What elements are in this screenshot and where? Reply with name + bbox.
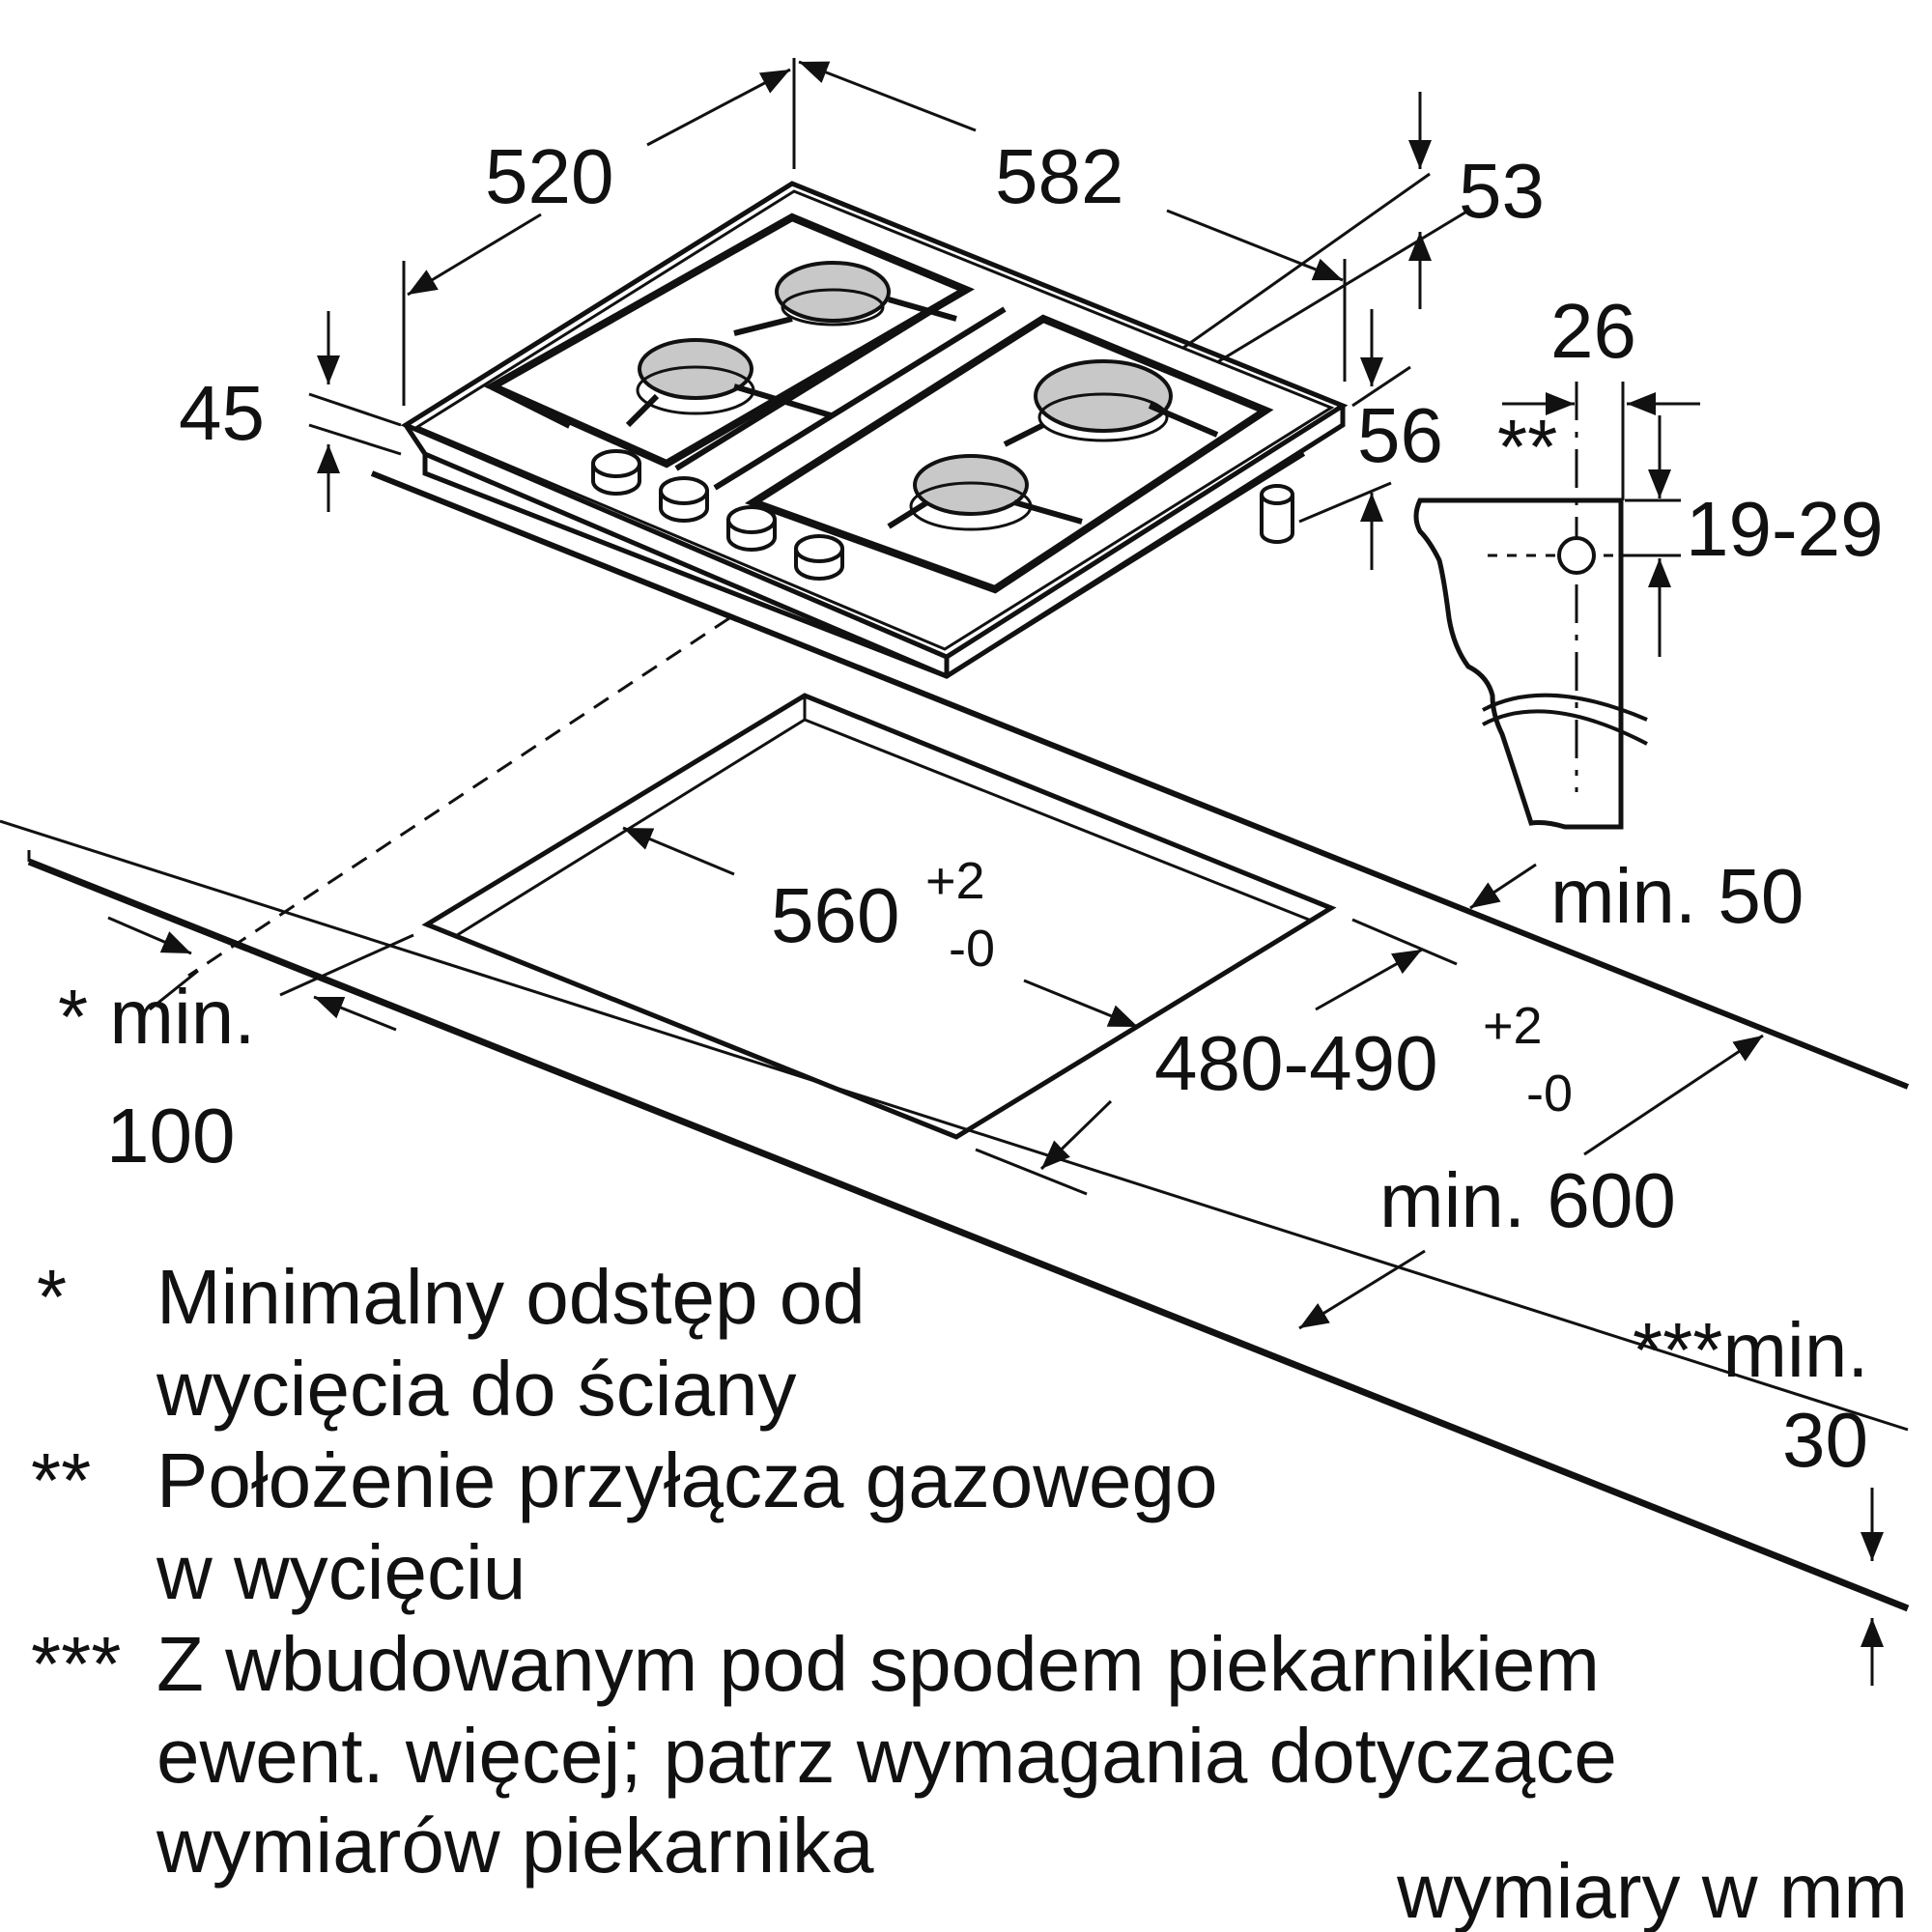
dim-cutout-depth: 560 <box>771 872 899 958</box>
note-text: Położenie przyłącza gazowego <box>156 1437 1217 1523</box>
note-marker: * <box>37 1254 67 1340</box>
burner-front-left <box>636 338 755 415</box>
note-text: wycięcia do ściany <box>156 1346 797 1432</box>
dim-56: 56 <box>1357 392 1443 478</box>
units-label: wymiary w mm <box>1396 1848 1908 1932</box>
gas-connector <box>1260 484 1294 544</box>
gas-marker: ** <box>1497 404 1557 490</box>
knob <box>726 505 777 552</box>
hob <box>400 181 1349 679</box>
grate-right <box>744 314 1274 594</box>
dim-cutout-width: 480-490 <box>1154 1020 1438 1106</box>
note-text: w wycięciu <box>156 1529 526 1615</box>
dim-26: 26 <box>1550 288 1636 374</box>
burner-back-left <box>775 261 891 327</box>
note-text: Z wbudowanym pod spodem piekarnikiem <box>156 1621 1600 1707</box>
dim-582: 582 <box>995 133 1123 219</box>
dim-min-100-line2: 100 <box>106 1093 235 1179</box>
dim-min-50: min. 50 <box>1550 853 1804 939</box>
dim-min-100-line1: * min. <box>58 974 256 1060</box>
knob <box>659 476 709 523</box>
note-marker: ** <box>31 1437 91 1523</box>
dim-min-600: min. 600 <box>1379 1157 1676 1243</box>
dim-53: 53 <box>1459 148 1545 234</box>
dim-19-29: 19-29 <box>1686 486 1884 572</box>
cutout <box>421 693 1337 1140</box>
footnotes: * Minimalny odstęp od wycięcia do ściany… <box>31 1254 1617 1889</box>
dim-cutout-width-minus: -0 <box>1526 1065 1573 1122</box>
note-text: wymiarów piekarnika <box>156 1803 874 1889</box>
dim-45: 45 <box>179 370 265 456</box>
dim-min-30-line2: 30 <box>1782 1397 1868 1483</box>
knob <box>794 534 844 581</box>
dim-cutout-width-plus: +2 <box>1483 997 1543 1055</box>
note-marker: *** <box>31 1621 121 1707</box>
grate-left <box>484 213 975 469</box>
projection-line <box>187 616 730 978</box>
knob <box>591 449 641 496</box>
dimension-lines <box>107 58 1884 1686</box>
side-detail <box>1413 382 1681 830</box>
note-text: ewent. więcej; patrz wymagania dotyczące <box>156 1713 1617 1799</box>
dim-520: 520 <box>485 133 613 219</box>
dim-cutout-depth-minus: -0 <box>949 920 995 978</box>
burner-front-right <box>909 454 1033 531</box>
burner-back-right <box>1034 359 1173 442</box>
dim-min-30-line1: ***min. <box>1633 1307 1869 1393</box>
worktop <box>0 470 1910 1612</box>
gas-connection-point <box>1557 536 1596 575</box>
dim-cutout-depth-plus: +2 <box>925 852 985 910</box>
note-text: Minimalny odstęp od <box>156 1254 866 1340</box>
